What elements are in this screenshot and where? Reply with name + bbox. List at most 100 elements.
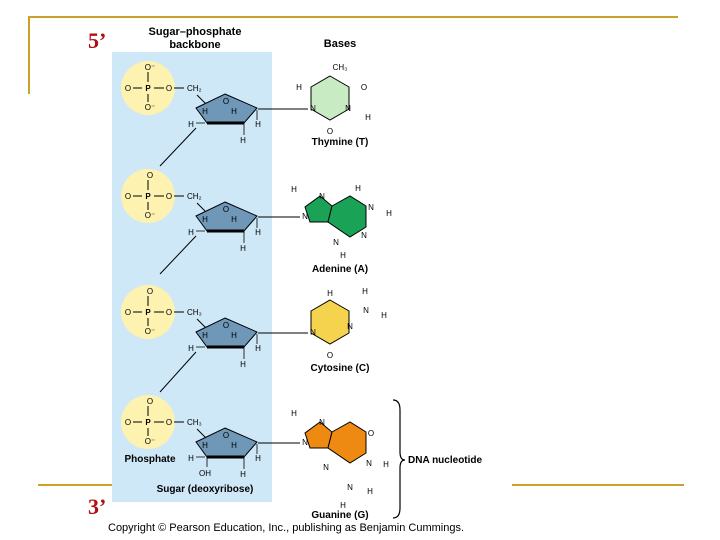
- nucleotide-unit-4: O O P O O⁻ CH₃ O H H H H OH H H N N O N: [121, 395, 389, 521]
- svg-text:H: H: [340, 251, 346, 260]
- svg-text:H: H: [231, 107, 237, 116]
- base-name-label: Adenine (A): [312, 264, 368, 275]
- phosphate-label: Phosphate: [124, 454, 176, 465]
- base-name-label: Thymine (T): [312, 137, 369, 148]
- svg-text:O: O: [223, 321, 229, 330]
- base-ring: [310, 299, 350, 345]
- backbone-link: [159, 351, 197, 393]
- svg-text:H: H: [291, 185, 297, 194]
- svg-text:N: N: [319, 192, 325, 201]
- base-ring-six: [327, 421, 367, 464]
- bases-header: Bases: [324, 38, 356, 50]
- svg-text:H: H: [255, 454, 261, 463]
- sugar-hydrogens: H H H H OH H: [188, 441, 261, 479]
- svg-text:H: H: [231, 331, 237, 340]
- svg-text:O: O: [327, 127, 333, 136]
- phosphate-group: O⁻ O P O O⁻: [125, 63, 172, 112]
- svg-text:H: H: [255, 344, 261, 353]
- phosphate-group: O O P O O⁻: [125, 171, 172, 220]
- base-ring-six: [327, 195, 367, 238]
- top-rule: [28, 16, 678, 18]
- phosphate-o-right: O: [166, 84, 172, 93]
- svg-text:H: H: [188, 120, 194, 129]
- svg-text:H: H: [362, 287, 368, 296]
- backbone-link: [159, 127, 197, 167]
- svg-text:H: H: [188, 454, 194, 463]
- nucleotide-bracket: [392, 399, 406, 519]
- svg-text:H: H: [188, 344, 194, 353]
- svg-text:H: H: [240, 470, 246, 479]
- svg-text:H: H: [355, 184, 361, 193]
- svg-text:H: H: [291, 409, 297, 418]
- svg-text:P: P: [145, 418, 151, 427]
- dna-nucleotide-label: DNA nucleotide: [408, 455, 483, 466]
- svg-text:H: H: [231, 215, 237, 224]
- base-name-label: Guanine (G): [311, 510, 368, 521]
- svg-text:H: H: [240, 244, 246, 253]
- svg-text:H: H: [367, 487, 373, 496]
- ch2-link: CH₃: [187, 418, 202, 427]
- svg-text:O: O: [125, 308, 131, 317]
- svg-text:O: O: [368, 429, 374, 438]
- copyright-footer: Copyright © Pearson Education, Inc., pub…: [108, 522, 465, 534]
- svg-text:CH₃: CH₃: [333, 63, 348, 72]
- backbone-header-line2: backbone: [169, 39, 220, 51]
- base-name-label: Cytosine (C): [311, 363, 370, 374]
- svg-text:O: O: [147, 287, 153, 296]
- backbone-link: [159, 235, 197, 275]
- svg-text:O: O: [223, 431, 229, 440]
- phosphate-circle: [121, 169, 175, 223]
- base-ring-five: [304, 195, 333, 223]
- svg-text:H: H: [386, 209, 392, 218]
- phosphate-o-bottom: O⁻: [145, 103, 155, 112]
- svg-text:H: H: [240, 360, 246, 369]
- left-rule: [28, 16, 30, 94]
- svg-text:N: N: [302, 438, 308, 447]
- svg-text:H: H: [255, 120, 261, 129]
- backbone-header-line1: Sugar–phosphate: [149, 26, 242, 38]
- svg-text:H: H: [202, 107, 208, 116]
- ch2-link: CH₃: [187, 308, 202, 317]
- svg-text:H: H: [240, 136, 246, 145]
- base-atoms: H N N O N H N N H H: [291, 409, 389, 510]
- svg-text:N: N: [323, 463, 329, 472]
- base-ring-five: [304, 421, 333, 449]
- svg-text:N: N: [310, 104, 316, 113]
- ch2-link: CH₂: [187, 84, 202, 93]
- svg-text:H: H: [188, 228, 194, 237]
- svg-text:O: O: [166, 308, 172, 317]
- nucleotide-unit-1: O⁻ O P O O⁻ CH₂ O H H H H H CH₃ H O N N …: [121, 61, 371, 148]
- svg-text:H: H: [202, 331, 208, 340]
- svg-text:H: H: [327, 289, 333, 298]
- base-atoms: H H N H N N O: [310, 287, 387, 360]
- phosphate-circle: [121, 285, 175, 339]
- svg-text:O: O: [125, 192, 131, 201]
- svg-text:O: O: [147, 397, 153, 406]
- base-atoms: H N N H N H N N H: [291, 184, 392, 260]
- svg-text:O: O: [147, 171, 153, 180]
- base-ring: [310, 75, 350, 121]
- svg-text:N: N: [366, 459, 372, 468]
- sugar-label: Sugar (deoxyribose): [157, 484, 254, 495]
- svg-text:O: O: [327, 351, 333, 360]
- svg-text:H: H: [383, 460, 389, 469]
- ch2-link: CH₂: [187, 192, 202, 201]
- svg-text:O⁻: O⁻: [145, 437, 155, 446]
- sugar-hydrogens: H H H H H: [188, 107, 261, 145]
- svg-text:P: P: [145, 308, 151, 317]
- svg-text:H: H: [296, 83, 302, 92]
- svg-text:O: O: [361, 83, 367, 92]
- sugar-ring-o: O: [223, 97, 229, 106]
- svg-text:N: N: [333, 238, 339, 247]
- sugar-hydrogens: H H H H H: [188, 331, 261, 369]
- svg-text:O: O: [223, 205, 229, 214]
- phosphate-o-top: O⁻: [145, 63, 155, 72]
- svg-text:H: H: [202, 441, 208, 450]
- svg-text:O⁻: O⁻: [145, 211, 155, 220]
- three-prime-label: 3’: [88, 494, 107, 519]
- svg-text:O: O: [166, 192, 172, 201]
- phosphate-circle: [121, 61, 175, 115]
- phosphate-o-left: O: [125, 84, 131, 93]
- nucleotide-unit-3: O O P O O⁻ CH₃ O H H H H H H H N H N N O: [121, 285, 387, 374]
